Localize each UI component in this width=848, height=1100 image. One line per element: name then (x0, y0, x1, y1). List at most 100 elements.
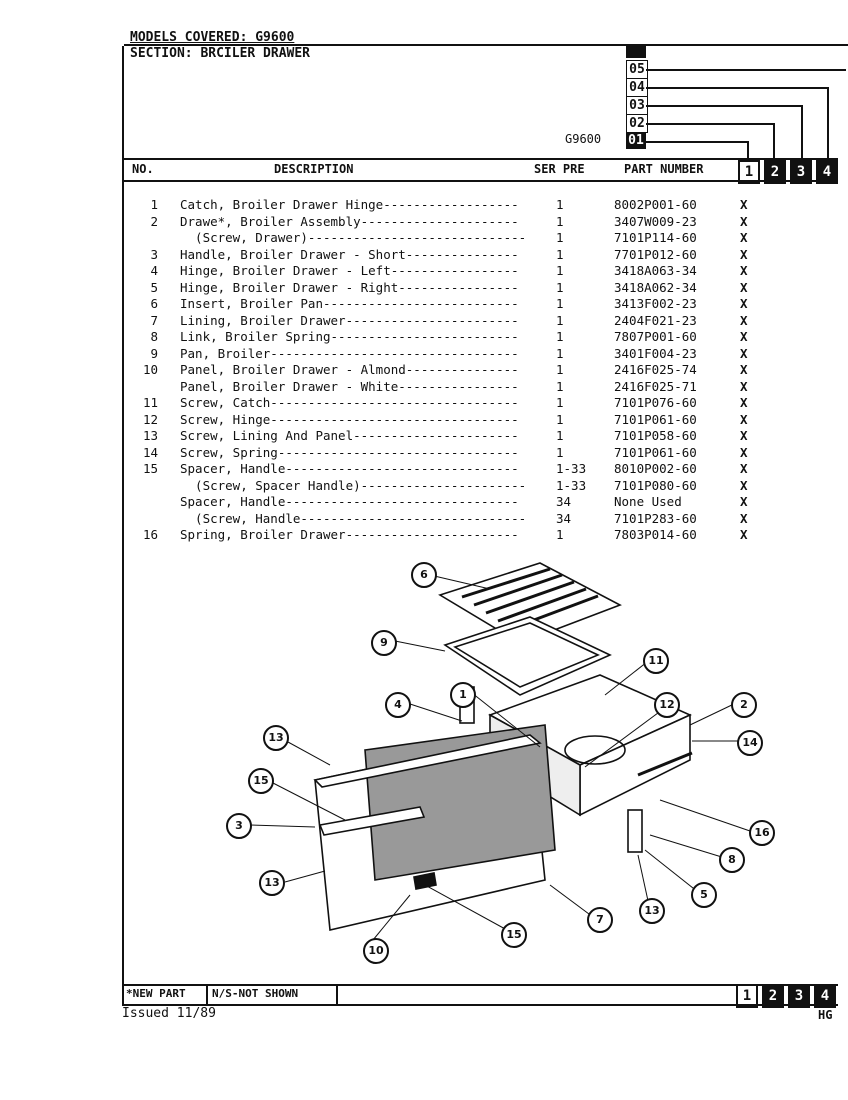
part-mark: X (740, 444, 748, 460)
part-desc: (Screw, Handle--------------------------… (180, 510, 527, 526)
part-no: 8 (150, 329, 158, 344)
part-no: 6 (150, 296, 158, 311)
footer-rule-bottom (124, 1004, 838, 1006)
part-desc: Hinge, Broiler Drawer - Right-----------… (180, 279, 519, 295)
list-item: 16 Spring, Broiler Drawer----------------… (130, 527, 770, 543)
part-desc: Screw, Catch----------------------------… (180, 395, 519, 410)
part-desc: Spacer, Handle--------------------------… (180, 461, 519, 476)
part-ser: 1 (556, 312, 564, 328)
col-box-4: 4 (816, 160, 838, 184)
issued-date: Issued 11/89 (122, 1006, 216, 1021)
handle (413, 872, 437, 890)
list-item: 8 Link, Broiler Spring-------------------… (130, 329, 770, 345)
part-desc: Screw, Lining And Panel-----------------… (180, 428, 519, 443)
list-item: 2 Drawe*, Broiler Assembly---------------… (130, 214, 770, 230)
callout-15-bottom: 15 (501, 922, 527, 948)
part-no: 13 (142, 428, 158, 443)
part-desc: Drawe*, Broiler Assembly----------------… (180, 213, 519, 229)
page-frame (122, 46, 848, 1006)
part-ser: 1 (556, 362, 564, 377)
footer-divider-1 (206, 984, 208, 1004)
part-ser: 34 (556, 494, 572, 509)
part-ser: 1 (556, 345, 564, 361)
part-desc: Lining, Broiler Drawer------------------… (180, 312, 519, 328)
part-number: 7101P076-60 (614, 395, 697, 410)
callout-13-top: 13 (263, 725, 289, 751)
top-rule (124, 44, 848, 46)
header-rule-bottom (124, 180, 838, 182)
part-desc: Spring, Broiler Drawer------------------… (180, 527, 519, 542)
part-mark: X (740, 461, 748, 476)
code-cap (626, 46, 646, 58)
part-ser: 1 (556, 263, 564, 278)
callout-16: 16 (749, 820, 775, 846)
part-number: 7101P283-60 (614, 510, 697, 526)
part-mark: X (740, 246, 748, 262)
part-number: 7701P012-60 (614, 246, 697, 262)
callout-5: 5 (691, 882, 717, 908)
part-number: 3418A063-34 (614, 263, 697, 278)
callout-14: 14 (737, 730, 763, 756)
part-number: 7101P061-60 (614, 411, 697, 427)
part-number: 8002P001-60 (614, 197, 697, 212)
exploded-diagram (249, 562, 753, 941)
part-no: 16 (142, 527, 158, 542)
col-box-1: 1 (738, 160, 760, 184)
col-box-3: 3 (790, 160, 812, 184)
part-ser: 1 (556, 246, 564, 262)
col-description: DESCRIPTION (274, 162, 354, 176)
part-number: 7807P001-60 (614, 329, 697, 344)
part-ser: 1 (556, 279, 564, 295)
broiler-insert (438, 562, 622, 644)
part-mark: X (740, 494, 748, 509)
callout-8: 8 (719, 847, 745, 873)
part-mark: X (740, 378, 748, 394)
part-number: 7803P014-60 (614, 527, 697, 542)
part-number: 8010P002-60 (614, 461, 697, 476)
part-mark: X (740, 230, 748, 245)
col-ser-pre: SER PRE (534, 162, 585, 176)
callout-10: 10 (363, 938, 389, 964)
part-no: 2 (150, 213, 158, 229)
col-no: NO. (132, 162, 154, 176)
list-item: (Screw, Handle--------------------------… (130, 511, 770, 527)
new-part-legend: *NEW PART (126, 987, 186, 1000)
footer-box-4: 4 (814, 984, 836, 1008)
code-leader-lines (646, 69, 846, 160)
part-mark: X (740, 362, 748, 377)
part-mark: X (740, 395, 748, 410)
spring (637, 751, 693, 777)
part-number: 2416F025-71 (614, 378, 697, 394)
models-covered: MODELS COVERED: G9600 (130, 30, 295, 45)
footer-rule-top (124, 984, 838, 986)
part-mark: X (740, 510, 748, 526)
col-box-2: 2 (764, 160, 786, 184)
model-label: G9600 (565, 132, 602, 146)
part-ser: 1 (556, 411, 564, 427)
part-desc: Screw, Spring---------------------------… (180, 444, 519, 460)
callout-9: 9 (371, 630, 397, 656)
callout-13-bottom: 13 (259, 870, 285, 896)
part-ser: 1 (556, 296, 564, 311)
code-01: 01 (626, 132, 646, 149)
part-desc: Pan, Broiler----------------------------… (180, 345, 519, 361)
part-desc: Panel, Broiler Drawer - White-----------… (180, 378, 519, 394)
part-desc: Link, Broiler Spring--------------------… (180, 329, 519, 344)
part-number: 3407W009-23 (614, 213, 697, 229)
callout-6: 6 (411, 562, 437, 588)
part-ser: 1 (556, 395, 564, 410)
part-mark: X (740, 197, 748, 212)
part-mark: X (740, 263, 748, 278)
callout-7: 7 (587, 907, 613, 933)
list-item: Panel, Broiler Drawer - White-----------… (130, 379, 770, 395)
part-mark: X (740, 411, 748, 427)
